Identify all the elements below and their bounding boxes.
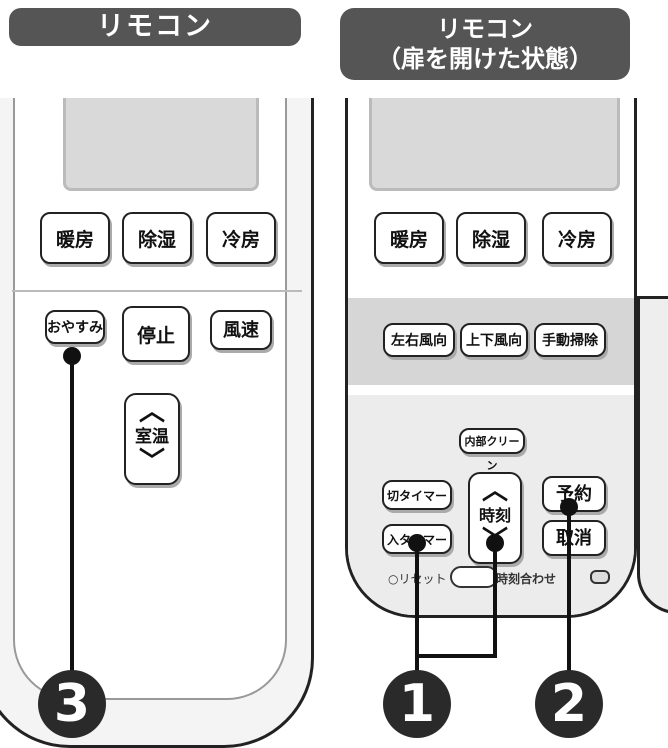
heating-button-left[interactable]: 暖房 <box>40 212 110 264</box>
temp-down-icon[interactable]: ﹀ <box>138 447 165 477</box>
indicator-light-icon <box>590 570 610 584</box>
header-remote: リモコン <box>9 8 301 46</box>
stop-button[interactable]: 停止 <box>122 306 190 362</box>
header-remote-open-line1: リモコン <box>437 15 533 43</box>
cooling-button-right[interactable]: 冷房 <box>542 212 612 264</box>
reserve-button[interactable]: 予約 <box>542 476 606 512</box>
heating-button-right[interactable]: 暖房 <box>374 212 444 264</box>
callout-2-line <box>567 506 571 686</box>
temp-up-icon[interactable]: ︿ <box>138 397 165 427</box>
off-timer-button[interactable]: 切タイマー <box>382 480 452 510</box>
header-remote-open-line2: （扉を開けた状態） <box>377 45 593 73</box>
time-up-icon[interactable]: ︿ <box>481 476 508 506</box>
clock-set-label: 時刻合わせ <box>496 572 557 586</box>
internal-clean-button[interactable]: 内部クリーン <box>459 428 525 472</box>
divider-left <box>12 290 302 292</box>
time-label: 時刻 <box>478 506 511 525</box>
header-remote-open: リモコン （扉を開けた状態） <box>340 8 630 80</box>
cooling-button-left[interactable]: 冷房 <box>206 212 276 264</box>
vertical-louver-button[interactable]: 上下風向 <box>460 323 528 357</box>
remote-open-band <box>348 385 634 395</box>
temperature-control: ︿ 室温 ﹀ <box>124 393 180 485</box>
temp-label: 室温 <box>135 427 169 447</box>
oyasumi-button[interactable]: おやすみ <box>45 310 105 344</box>
callout-1-line-b <box>493 542 497 658</box>
manual-clean-button[interactable]: 手動掃除 <box>534 323 606 357</box>
dehumidify-button-right[interactable]: 除湿 <box>456 212 526 264</box>
callout-1-badge: 1 <box>383 670 451 738</box>
clock-set-pill-icon[interactable] <box>450 566 498 588</box>
display-screen-left <box>63 98 259 191</box>
callout-1-line-a <box>415 542 419 692</box>
callout-1-line-join <box>415 654 497 658</box>
dehumidify-button-left[interactable]: 除湿 <box>122 212 192 264</box>
callout-3-line <box>70 355 74 685</box>
fan-speed-button[interactable]: 風速 <box>210 310 272 350</box>
callout-2-badge: 2 <box>535 670 603 738</box>
remote-door <box>637 296 668 614</box>
cancel-button[interactable]: 取消 <box>542 520 606 556</box>
horizontal-louver-button[interactable]: 左右風向 <box>383 323 455 357</box>
display-screen-right <box>369 98 620 191</box>
callout-3-badge: 3 <box>38 670 106 738</box>
